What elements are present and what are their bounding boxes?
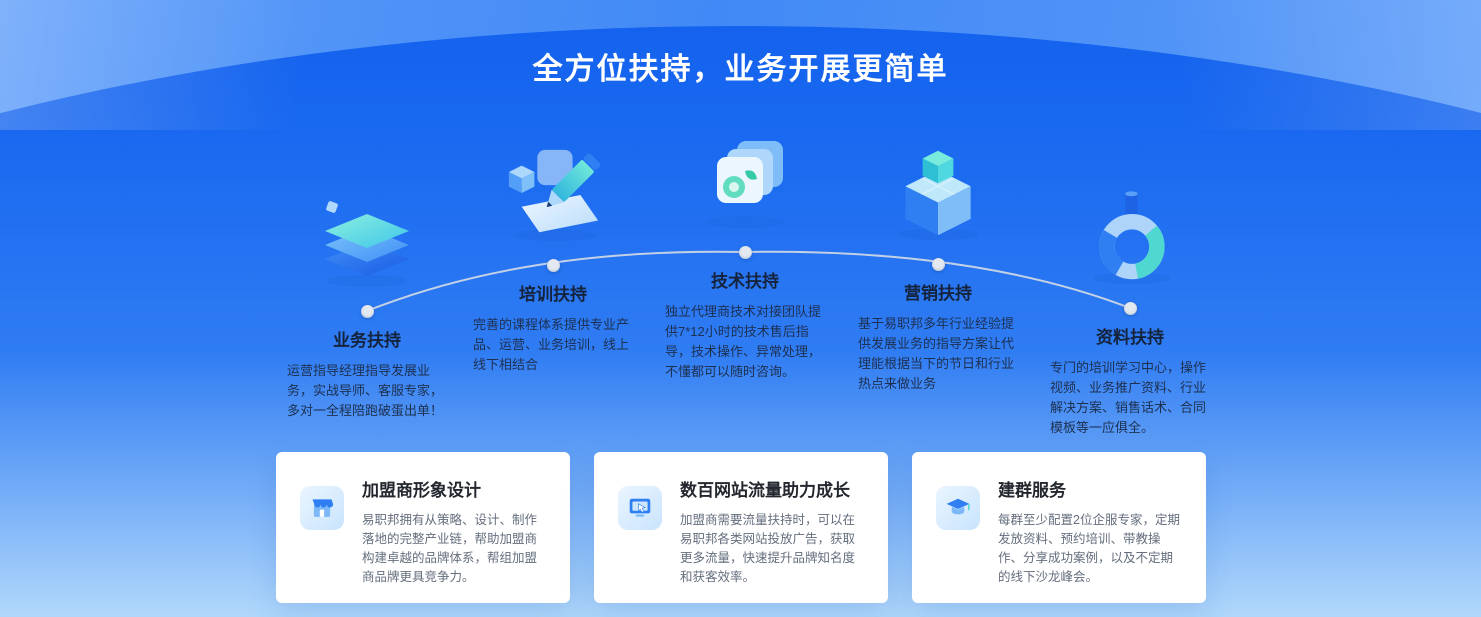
cubes-icon — [850, 145, 1026, 241]
card-desc: 易职邦拥有从策略、设计、制作落地的完整产业链，帮助加盟商构建卓越的品牌体系，帮组… — [362, 513, 538, 584]
support-title: 技术扶持 — [711, 272, 779, 291]
timeline-dot — [360, 305, 374, 318]
timeline-dot — [931, 258, 945, 271]
section-title: 全方位扶持，业务开展更简单 — [532, 53, 949, 86]
support-desc: 基于易职邦多年行业经验提供发展业务的指导方案让代理能根据当下的节日和行业热点来做… — [858, 316, 1015, 391]
support-item-marketing: 营销扶持 基于易职邦多年行业经验提供发展业务的指导方案让代理能根据当下的节日和行… — [850, 145, 1026, 394]
decor-streak-right — [1051, 0, 1481, 130]
support-desc: 运营指导经理指导发展业务，实战导师、客服专家，多对一全程陪跑破蛋出单！ — [287, 363, 444, 418]
support-title: 营销扶持 — [904, 284, 972, 303]
support-item-technical: 技术扶持 独立代理商技术对接团队提供7*12小时的技术售后指导，技术操作、异常处… — [657, 133, 833, 382]
support-item-materials: 资料扶持 专门的培训学习中心，操作视频、业务推广资料、行业解决方案、销售话术、合… — [1042, 189, 1218, 438]
support-desc: 专门的培训学习中心，操作视频、业务推广资料、行业解决方案、销售话术、合同模板等一… — [1050, 360, 1207, 435]
support-title: 培训扶持 — [519, 285, 587, 304]
timeline-dot — [738, 246, 752, 259]
storefront-icon — [300, 486, 344, 530]
support-desc: 独立代理商技术对接团队提供7*12小时的技术售后指导，技术操作、异常处理，不懂都… — [665, 304, 822, 379]
support-item-business: 业务扶持 运营指导经理指导发展业务，实战导师、客服专家，多对一全程陪跑破蛋出单！ — [279, 192, 455, 421]
pencil-board-icon — [465, 146, 641, 242]
card-desc: 加盟商需要流量扶持时，可以在易职邦各类网站投放广告，获取更多流量，快速提升品牌知… — [680, 513, 856, 584]
card-title: 数百网站流量助力成长 — [680, 481, 850, 500]
feature-cards: 加盟商形象设计 易职邦拥有从策略、设计、制作落地的完整产业链，帮助加盟商构建卓越… — [276, 452, 1206, 603]
monitor-cursor-icon — [618, 486, 662, 530]
decor-streak-left — [0, 0, 430, 130]
support-title: 资料扶持 — [1096, 328, 1164, 347]
card-traffic-growth: 数百网站流量助力成长 加盟商需要流量扶持时，可以在易职邦各类网站投放广告，获取更… — [594, 452, 888, 603]
layers-icon — [279, 192, 455, 288]
timeline-dot — [546, 259, 560, 272]
card-group-service: 建群服务 每群至少配置2位企服专家，定期发放资料、预约培训、带教操作、分享成功案… — [912, 452, 1206, 603]
support-desc: 完善的课程体系提供专业产品、运营、业务培训，线上线下相结合 — [473, 317, 630, 372]
support-item-training: 培训扶持 完善的课程体系提供专业产品、运营、业务培训，线上线下相结合 — [465, 146, 641, 375]
card-desc: 每群至少配置2位企服专家，定期发放资料、预约培训、带教操作、分享成功案例，以及不… — [998, 513, 1180, 584]
card-title: 加盟商形象设计 — [362, 481, 481, 500]
support-title: 业务扶持 — [333, 331, 401, 350]
photo-stack-icon — [657, 133, 833, 229]
donut-chart-icon — [1042, 189, 1218, 285]
timeline-dot — [1123, 302, 1137, 315]
card-title: 建群服务 — [998, 481, 1066, 500]
card-franchise-design: 加盟商形象设计 易职邦拥有从策略、设计、制作落地的完整产业链，帮助加盟商构建卓越… — [276, 452, 570, 603]
graduation-cap-icon — [936, 486, 980, 530]
